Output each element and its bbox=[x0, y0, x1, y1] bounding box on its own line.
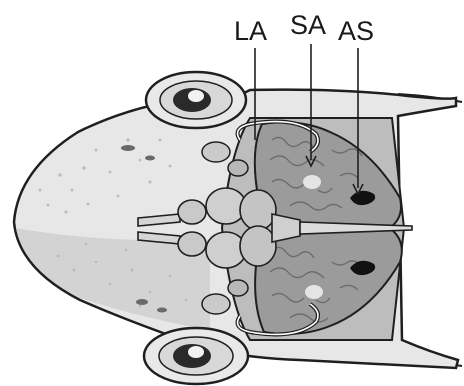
label-sa: SA bbox=[290, 10, 326, 40]
eye-bottom bbox=[144, 328, 248, 384]
label-la: LA bbox=[234, 16, 267, 46]
lobe-light-spot-lower bbox=[305, 285, 323, 299]
lobe-light-spot-upper bbox=[303, 175, 321, 189]
eye-top bbox=[146, 72, 246, 128]
label-as: AS bbox=[338, 16, 374, 46]
